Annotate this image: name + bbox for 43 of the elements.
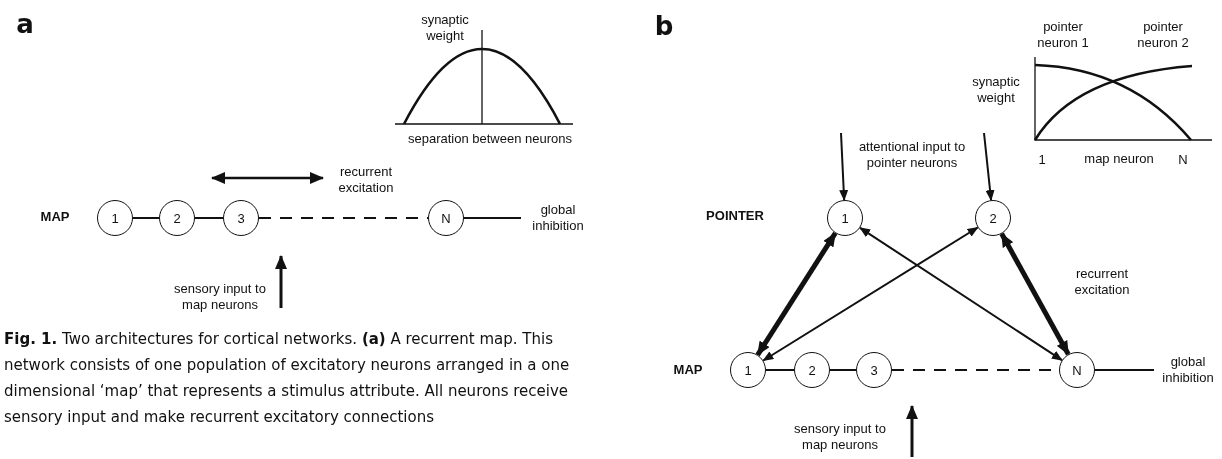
neuron-circle: N [1059,352,1095,388]
connection-line [463,217,522,219]
neuron-circle: N [428,200,464,236]
connection-line [829,369,857,371]
panel-letter: b [654,11,674,43]
row-label: MAP [673,362,703,378]
row-label: MAP [40,209,70,225]
annotation-text: recurrent excitation [1073,266,1131,298]
neuron-circle: 2 [975,200,1011,236]
neuron-circle: 1 [730,352,766,388]
arrow [983,132,995,202]
neuron-circle: 2 [794,352,830,388]
annotation-text: attentional input to pointer neurons [857,139,967,171]
annotation-text: N [1178,152,1188,168]
figure-caption: Fig. 1. Two architectures for cortical networks. (a) A recurrent map. This network consists of one population of excitatory neurons arranged in a one dimensional ‘map’ that represents a stimulus attribute. All neurons receive sensory input and make recurrent excitatory connections [4,329,571,428]
arrow [839,132,849,201]
arrow [859,226,1063,362]
connection-line [132,217,160,219]
annotation-text: synaptic weight [420,12,470,44]
annotation-text: sensory input to map neurons [173,281,267,313]
node-text: global inhibition [523,202,593,234]
annotation-text: map neuron [1083,151,1155,167]
annotation-text: recurrent excitation [337,164,395,196]
arrow [999,232,1071,356]
annotation-text: 1 [1038,152,1046,168]
arrow [755,231,838,357]
annotation-text: separation between neurons [406,131,574,147]
neuron-circle: 3 [223,200,259,236]
panel-letter: a [16,9,34,41]
annotation-text: pointer neuron 1 [1037,19,1089,51]
neuron-circle: 1 [827,200,863,236]
neuron-circle: 1 [97,200,133,236]
annotation-text: synaptic weight [971,74,1021,106]
row-label: POINTER [706,208,764,224]
node-text: global inhibition [1156,354,1220,386]
neuron-circle: 3 [856,352,892,388]
annotation-text: pointer neuron 2 [1137,19,1189,51]
annotation-text: sensory input to map neurons [793,421,887,453]
arrow [762,226,979,362]
connection-line [765,369,795,371]
connection-line [1094,369,1155,371]
neuron-circle: 2 [159,200,195,236]
connection-line [194,217,224,219]
